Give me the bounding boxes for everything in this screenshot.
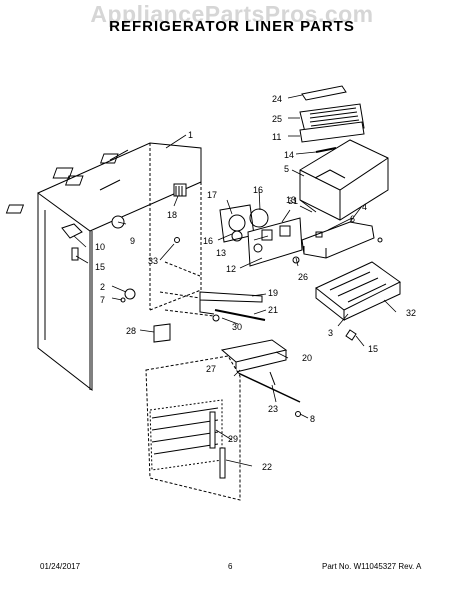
lower-tray (315, 261, 401, 341)
callout-1: 1 (188, 130, 193, 140)
footer-part-number: Part No. W11045327 Rev. A (322, 562, 422, 571)
callout-8: 8 (310, 414, 315, 424)
callout-labels: 1 24 25 11 14 5 31 4 6 26 32 3 15 17 16 … (95, 94, 416, 472)
callout-19: 19 (268, 288, 278, 298)
callout-22: 22 (262, 462, 272, 472)
callout-21: 21 (268, 305, 278, 315)
callout-33: 33 (148, 256, 158, 266)
callout-28: 28 (126, 326, 136, 336)
control-housing (292, 221, 383, 264)
callout-20: 20 (302, 353, 312, 363)
callout-6: 6 (350, 214, 355, 224)
callout-30: 30 (232, 322, 242, 332)
callout-16b: 16 (203, 236, 213, 246)
callout-12: 12 (226, 264, 236, 274)
crisper-rail-upper (199, 291, 266, 322)
callout-18: 18 (167, 210, 177, 220)
callout-7: 7 (100, 295, 105, 305)
callout-25: 25 (272, 114, 282, 124)
callout-27: 27 (206, 364, 216, 374)
callout-15b: 15 (368, 344, 378, 354)
page-title: REFRIGERATOR LINER PARTS (109, 18, 355, 35)
callout-29: 29 (228, 434, 238, 444)
callout-5: 5 (284, 164, 289, 174)
fan-damper-assembly (219, 204, 303, 267)
leader-lines (73, 94, 397, 467)
callout-32: 32 (406, 308, 416, 318)
callout-14: 14 (284, 150, 294, 160)
callout-2: 2 (100, 282, 105, 292)
footer-date: 01/24/2017 (40, 562, 81, 571)
callout-3: 3 (328, 328, 333, 338)
callout-26: 26 (298, 272, 308, 282)
callout-10: 10 (95, 242, 105, 252)
callout-31: 31 (288, 196, 298, 206)
callout-11: 11 (272, 132, 281, 142)
liner-box (5, 142, 202, 392)
callout-24: 24 (272, 94, 282, 104)
evaporator-cover-assembly (299, 85, 389, 221)
callout-23: 23 (268, 404, 278, 414)
callout-13a: 13 (286, 195, 296, 205)
footer-page-number: 6 (228, 562, 233, 571)
callout-15a: 15 (95, 262, 105, 272)
callout-4: 4 (362, 202, 367, 212)
callout-13b: 13 (216, 248, 226, 258)
callout-16a: 16 (253, 185, 263, 195)
callout-9: 9 (130, 236, 135, 246)
pantry-drawer-frame (145, 355, 241, 501)
watermark: AppliancePartsPros.com (90, 1, 374, 27)
callout-17: 17 (207, 190, 217, 200)
guide-lines (159, 261, 215, 317)
